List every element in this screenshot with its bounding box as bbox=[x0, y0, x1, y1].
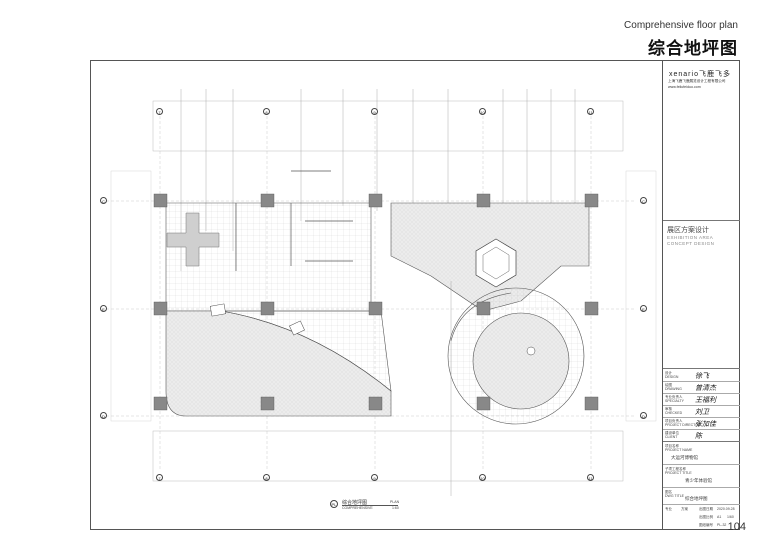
project-title: 展区方案设计 bbox=[667, 226, 709, 234]
signature: 曾清杰 bbox=[695, 384, 716, 392]
project-subtitle-2: CONCEPT DESIGN bbox=[667, 241, 715, 246]
grid-bubble-10-top: 10 bbox=[479, 108, 486, 115]
project-name-row: 项目名称 PROJECT NAME 大运河博物馆 bbox=[663, 441, 740, 465]
grid-bubble-9-bottom: 9 bbox=[371, 474, 378, 481]
project-info: 项目名称 PROJECT NAME 大运河博物馆 子项工程名称 PROJECT … bbox=[663, 441, 740, 531]
grid-bubble-11-bottom: 11 bbox=[587, 474, 594, 481]
roles-table: 设计 DESIGN 徐飞 绘图 DRAWING 曾清杰 专业负责人 SPECIA… bbox=[663, 370, 740, 442]
signature: 徐飞 bbox=[695, 372, 709, 380]
grid-bubble-d-left: D bbox=[100, 412, 107, 419]
brand-logo: xenario飞鹿飞多 bbox=[669, 71, 731, 78]
drawing-name: 综合地坪图 bbox=[685, 496, 708, 501]
role-row: 审核 CHECKED 刘卫 bbox=[663, 406, 740, 418]
grid-bubble-8-top: 8 bbox=[263, 108, 270, 115]
grid-bubble-9-top: 9 bbox=[371, 108, 378, 115]
grid-bubble-c-left: C bbox=[100, 197, 107, 204]
grid-bubble-e-left: E bbox=[100, 305, 107, 312]
grid-bubble-10-bottom: 10 bbox=[479, 474, 486, 481]
project-name: 大运河博物馆 bbox=[671, 455, 698, 460]
title-block-panel bbox=[662, 60, 740, 530]
drawing-caption-en: COMPREHENSIVE bbox=[342, 506, 373, 510]
company-website: www.feilufeiduo.com bbox=[668, 85, 701, 89]
drawing-caption: 综合地坪图 bbox=[342, 500, 368, 506]
grid-bubble-7-bottom: 7 bbox=[156, 474, 163, 481]
page-number: 104 bbox=[727, 521, 746, 533]
grid-bubble-c-right: C bbox=[640, 197, 647, 204]
top-dimension-frame bbox=[152, 100, 624, 152]
floor-plan-drawing bbox=[106, 89, 657, 496]
grid-bubble-d-right: D bbox=[640, 412, 647, 419]
project-subtitle-1: EXHIBITION AREA bbox=[667, 235, 714, 240]
company-name: 上海飞鹿飞鹿展览设计工程有限公司 bbox=[668, 79, 726, 83]
role-row: 设计 DESIGN 徐飞 bbox=[663, 370, 740, 382]
signature: 刘卫 bbox=[695, 408, 709, 416]
subproject-row: 子项工程名称 PROJECT TITLE 青少年体验馆 bbox=[663, 465, 740, 488]
footer-grid: 专业 方案 出图日期 2020.09.28 出图比例 A1 1/60 图纸编号 … bbox=[665, 507, 735, 527]
signature: 张加佳 bbox=[695, 420, 716, 428]
page-title: 综合地坪图 bbox=[648, 39, 738, 59]
grid-bubble-e-right: E bbox=[640, 305, 647, 312]
role-row: 专业负责人 SPECIALTY 王福利 bbox=[663, 394, 740, 406]
signature: 王福利 bbox=[695, 396, 716, 404]
signature: 陈 bbox=[695, 432, 702, 440]
subproject-name: 青少年体验馆 bbox=[685, 478, 712, 483]
drawing-scale: 1:60 bbox=[392, 506, 399, 510]
page-title-en: Comprehensive floor plan bbox=[624, 20, 738, 31]
bottom-dimension-frame bbox=[152, 430, 624, 482]
drawing-caption-tag: PLAN bbox=[390, 500, 400, 504]
grid-bubble-8-bottom: 8 bbox=[263, 474, 270, 481]
grid-bubble-7-top: 7 bbox=[156, 108, 163, 115]
role-row: 项目负责人 PROJECT DIRECTOR 张加佳 bbox=[663, 418, 740, 430]
drawing-sheet bbox=[90, 60, 740, 530]
role-row: 绘图 DRAWING 曾清杰 bbox=[663, 382, 740, 394]
grid-bubble-11-top: 11 bbox=[587, 108, 594, 115]
drawing-name-row: 图名 DWG TITLE 综合地坪图 bbox=[663, 488, 740, 505]
drawing-mark-bubble: PL bbox=[330, 500, 338, 508]
